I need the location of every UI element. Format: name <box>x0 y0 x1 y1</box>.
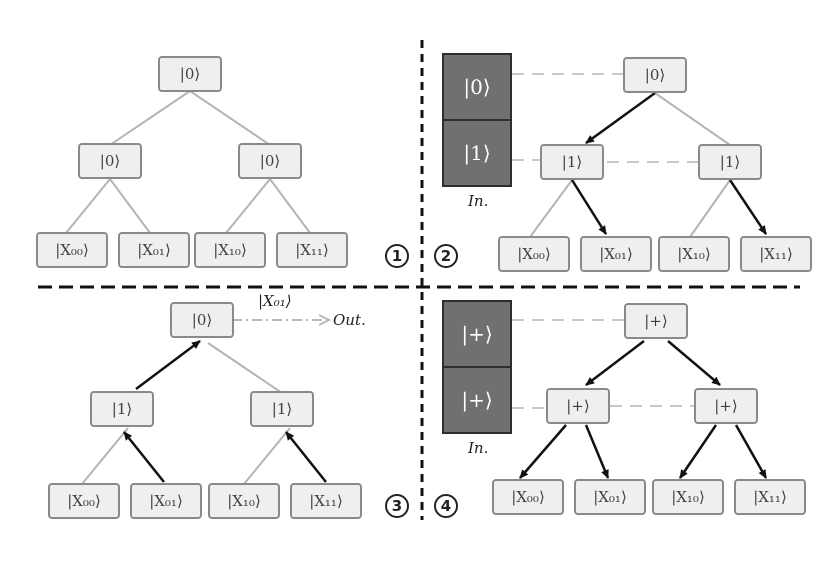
panel1-edges <box>65 90 311 234</box>
p1-leaf-node-01: |X₀₁⟩ <box>118 232 190 268</box>
p2-leaf-node-01: |X₀₁⟩ <box>580 236 652 272</box>
panel-number-3: 3 <box>385 494 409 518</box>
p3-leaf-node-01: |X₀₁⟩ <box>130 483 202 519</box>
p2-leaf-node-11: |X₁₁⟩ <box>740 236 812 272</box>
p4-root-node: |+⟩ <box>624 303 688 339</box>
panel-number-1: 1 <box>385 244 409 268</box>
p2-input-register-qubit-1: |1⟩ <box>442 119 512 187</box>
p1-mid-node-right: |0⟩ <box>238 143 302 179</box>
p4-leaf-node-10: |X₁₀⟩ <box>652 479 724 515</box>
p3-leaf-node-10: |X₁₀⟩ <box>208 483 280 519</box>
p3-mid-node-left: |1⟩ <box>90 391 154 427</box>
panel2-inactive-edges <box>529 92 731 238</box>
p3-leaf-node-11: |X₁₁⟩ <box>290 483 362 519</box>
panel3-active-edges <box>123 340 327 483</box>
panel-number-2: 2 <box>434 244 458 268</box>
panel4-dashed-links <box>512 319 694 409</box>
p2-mid-node-right: |1⟩ <box>698 144 762 180</box>
p2-mid-node-left: |1⟩ <box>540 144 604 180</box>
p3-output-label: Out. <box>333 311 366 329</box>
p1-mid-node-left: |0⟩ <box>78 143 142 179</box>
p1-leaf-node-00: |X₀₀⟩ <box>36 232 108 268</box>
p4-leaf-node-01: |X₀₁⟩ <box>574 479 646 515</box>
p2-leaf-node-10: |X₁₀⟩ <box>658 236 730 272</box>
p3-root-node: |0⟩ <box>170 302 234 338</box>
p4-input-register-qubit-0: |+⟩ <box>442 300 512 368</box>
p2-leaf-node-00: |X₀₀⟩ <box>498 236 570 272</box>
p2-root-node: |0⟩ <box>623 57 687 93</box>
p4-mid-node-left: |+⟩ <box>546 388 610 424</box>
p3-leaf-node-00: |X₀₀⟩ <box>48 483 120 519</box>
p2-input-label: In. <box>468 192 489 210</box>
panel4-active-edges <box>519 340 768 479</box>
p3-output-state: |X₀₁⟩ <box>258 292 292 310</box>
p4-input-register-qubit-1: |+⟩ <box>442 366 512 434</box>
p1-leaf-node-11: |X₁₁⟩ <box>276 232 348 268</box>
panel-number-4: 4 <box>434 494 458 518</box>
p1-root-node: |0⟩ <box>158 56 222 92</box>
p4-input-label: In. <box>468 439 489 457</box>
p2-input-register-qubit-0: |0⟩ <box>442 53 512 121</box>
panel2-dashed-links <box>512 73 698 163</box>
p1-leaf-node-10: |X₁₀⟩ <box>194 232 266 268</box>
p3-mid-node-right: |1⟩ <box>250 391 314 427</box>
p4-leaf-node-00: |X₀₀⟩ <box>492 479 564 515</box>
p4-mid-node-right: |+⟩ <box>694 388 758 424</box>
p4-leaf-node-11: |X₁₁⟩ <box>734 479 806 515</box>
panel3-inactive-edges <box>81 342 291 485</box>
panel2-active-edges <box>570 91 768 235</box>
